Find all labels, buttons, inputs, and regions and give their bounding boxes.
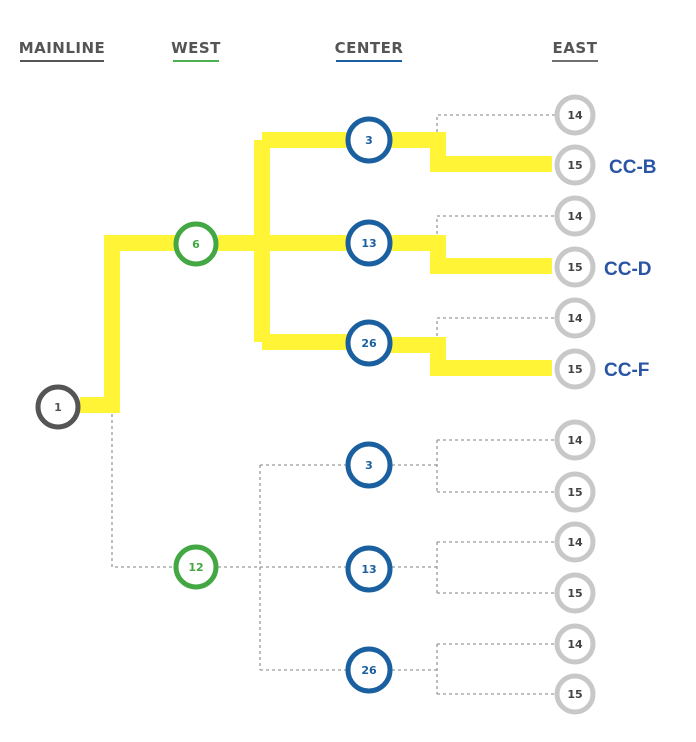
node-center-b1-ring <box>345 441 393 489</box>
highlight-center-a2-to-east-15 <box>390 235 552 274</box>
node-east-4: 15 <box>554 246 596 288</box>
column-header-center: CENTER <box>335 39 404 62</box>
dashed-connectors <box>111 114 556 695</box>
node-east-11: 14 <box>554 623 596 665</box>
connector-center-a3-to-east-14 <box>436 317 556 342</box>
node-east-8: 15 <box>554 471 596 513</box>
node-east-ring <box>554 572 596 614</box>
connector-mainline-to-west-b <box>111 408 174 568</box>
destination-label-cc-f: CC-F <box>604 360 649 381</box>
node-east-5: 14 <box>554 297 596 339</box>
node-center-b1-label: 3 <box>365 459 373 472</box>
node-center-a2: 13 <box>345 219 393 267</box>
node-center-b2: 13 <box>345 545 393 593</box>
node-center-a1: 3 <box>345 116 393 164</box>
node-east-ring <box>554 348 596 390</box>
column-header-mainline-label: MAINLINE <box>19 39 106 57</box>
node-center-b1: 3 <box>345 441 393 489</box>
highlight-mainline-to-west-a <box>80 235 176 413</box>
node-east-ring <box>554 623 596 665</box>
node-center-a2-ring <box>345 219 393 267</box>
column-header-mainline: MAINLINE <box>19 39 106 62</box>
node-mainline: 1 <box>35 384 81 430</box>
node-east-label: 15 <box>567 261 582 274</box>
node-east-label: 14 <box>567 109 583 122</box>
node-east-label: 14 <box>567 210 583 223</box>
node-east-label: 15 <box>567 688 582 701</box>
node-west-a: 6 <box>173 221 219 267</box>
column-header-west: WEST <box>171 39 221 62</box>
column-header-east-label: EAST <box>553 39 598 57</box>
node-center-b2-ring <box>345 545 393 593</box>
east-nodes: 14 15 14 15 14 15 14 15 14 15 14 15 <box>554 94 596 715</box>
node-center-a3: 26 <box>345 319 393 367</box>
node-east-3: 14 <box>554 195 596 237</box>
node-east-ring <box>554 471 596 513</box>
node-west-a-ring <box>173 221 219 267</box>
node-east-label: 15 <box>567 363 582 376</box>
node-mainline-ring <box>35 384 81 430</box>
column-header-west-label: WEST <box>171 39 221 57</box>
node-center-b2-label: 13 <box>361 563 376 576</box>
node-east-6: 15 <box>554 348 596 390</box>
node-east-label: 14 <box>567 536 583 549</box>
highlight-center-a3-to-east-15 <box>390 337 552 376</box>
node-center-a3-ring <box>345 319 393 367</box>
node-east-label: 15 <box>567 587 582 600</box>
node-east-ring <box>554 195 596 237</box>
node-east-ring <box>554 297 596 339</box>
node-east-1: 14 <box>554 94 596 136</box>
node-east-7: 14 <box>554 419 596 461</box>
node-east-ring <box>554 144 596 186</box>
connector-center-a2-to-east-14 <box>436 215 556 240</box>
node-east-2: 15 <box>554 144 596 186</box>
node-east-label: 15 <box>567 486 582 499</box>
highlighted-route <box>80 132 552 413</box>
destination-label-cc-d: CC-D <box>604 259 652 280</box>
node-east-label: 14 <box>567 434 583 447</box>
node-center-a3-label: 26 <box>361 337 377 350</box>
node-center-b3-ring <box>345 646 393 694</box>
node-east-9: 14 <box>554 521 596 563</box>
node-east-ring <box>554 419 596 461</box>
node-west-a-label: 6 <box>192 238 200 251</box>
node-east-ring <box>554 246 596 288</box>
node-east-ring <box>554 94 596 136</box>
column-header-east: EAST <box>552 39 598 62</box>
highlight-center-a1-to-east-15 <box>390 132 552 172</box>
node-east-ring <box>554 521 596 563</box>
node-mainline-label: 1 <box>54 401 62 414</box>
node-center-a2-label: 13 <box>361 237 376 250</box>
node-west-b-ring <box>173 544 219 590</box>
node-center-a1-ring <box>345 116 393 164</box>
node-center-b3-label: 26 <box>361 664 377 677</box>
node-east-label: 14 <box>567 638 583 651</box>
node-west-b: 12 <box>173 544 219 590</box>
destination-label-cc-b: CC-B <box>609 157 657 178</box>
node-east-ring <box>554 673 596 715</box>
connector-center-a1-to-east-14 <box>436 114 556 138</box>
node-east-label: 14 <box>567 312 583 325</box>
node-center-b3: 26 <box>345 646 393 694</box>
node-east-10: 15 <box>554 572 596 614</box>
node-center-a1-label: 3 <box>365 134 373 147</box>
column-header-center-label: CENTER <box>335 39 404 57</box>
node-west-b-label: 12 <box>188 561 203 574</box>
node-east-label: 15 <box>567 159 582 172</box>
node-east-12: 15 <box>554 673 596 715</box>
